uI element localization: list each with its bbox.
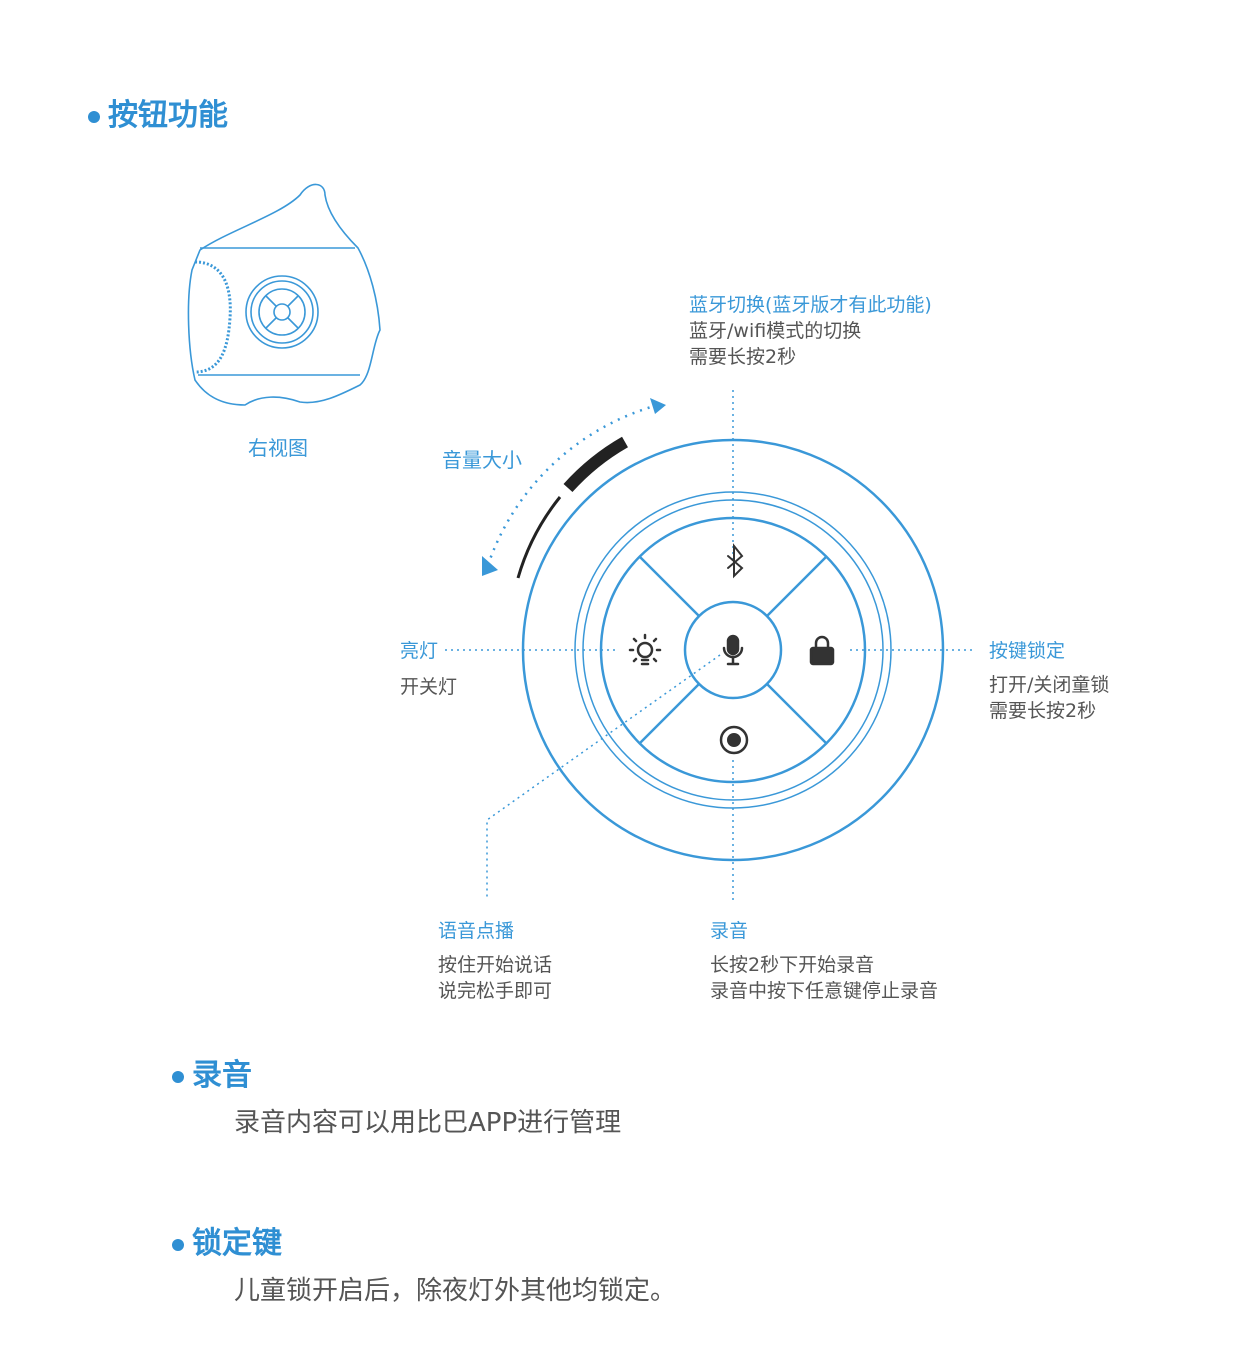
callout-voice: 语音点播 按住开始说话 说完松手即可 bbox=[438, 918, 552, 1004]
callout-record: 录音 长按2秒下开始录音 录音中按下任意键停止录音 bbox=[710, 918, 938, 1004]
callout-line: 需要长按2秒 bbox=[689, 346, 797, 368]
right-view-caption: 右视图 bbox=[248, 436, 308, 460]
volume-bar-thick bbox=[563, 436, 629, 493]
volume-indicator bbox=[482, 398, 666, 579]
arrow-up-icon bbox=[650, 398, 666, 414]
section-text: 录音内容可以用比巴APP进行管理 bbox=[234, 1108, 622, 1138]
microphone-icon bbox=[722, 634, 744, 666]
volume-label: 音量大小 bbox=[442, 448, 522, 472]
callout-title: 录音 bbox=[710, 920, 749, 942]
arrow-down-icon bbox=[482, 556, 498, 576]
callout-line: 开关灯 bbox=[400, 676, 458, 698]
volume-dotted-arc bbox=[486, 403, 659, 566]
bluetooth-icon bbox=[727, 543, 744, 579]
volume-bar-thin bbox=[516, 496, 562, 579]
control-ring bbox=[521, 438, 945, 862]
right-view-drawing bbox=[187, 183, 381, 406]
lock-icon bbox=[809, 635, 835, 666]
callout-line: 录音中按下任意键停止录音 bbox=[710, 980, 939, 1002]
bullet bbox=[172, 1070, 184, 1083]
callout-title: 亮灯 bbox=[400, 640, 439, 662]
callout-title: 蓝牙切换(蓝牙版才有此功能) bbox=[689, 294, 932, 316]
section-text: 儿童锁开启后，除夜灯外其他均锁定。 bbox=[234, 1276, 677, 1306]
outer-ring bbox=[521, 438, 945, 862]
leader-lines bbox=[445, 390, 975, 900]
callout-line: 蓝牙/wifi模式的切换 bbox=[689, 320, 862, 342]
callout-line: 长按2秒下开始录音 bbox=[710, 954, 875, 976]
section-title: 录音 bbox=[192, 1058, 252, 1093]
light-bulb-icon bbox=[628, 633, 662, 666]
center-button[interactable] bbox=[683, 600, 783, 700]
bullet bbox=[172, 1238, 184, 1251]
section-record: 录音 录音内容可以用比巴APP进行管理 bbox=[172, 1050, 621, 1139]
section-title: 按钮功能 bbox=[108, 98, 228, 133]
callout-line: 需要长按2秒 bbox=[989, 700, 1097, 722]
section-lock: 锁定键 儿童锁开启后，除夜灯外其他均锁定。 bbox=[172, 1218, 676, 1307]
callout-title: 语音点播 bbox=[438, 920, 515, 942]
callout-bluetooth: 蓝牙切换(蓝牙版才有此功能) 蓝牙/wifi模式的切换 需要长按2秒 bbox=[689, 292, 932, 370]
section-title: 锁定键 bbox=[192, 1226, 282, 1261]
callout-line: 按住开始说话 bbox=[438, 954, 553, 976]
section-heading: 按钮功能 bbox=[88, 90, 228, 134]
callout-line: 说完松手即可 bbox=[438, 980, 553, 1002]
callout-line: 打开/关闭童锁 bbox=[989, 674, 1110, 696]
bullet bbox=[88, 110, 100, 123]
record-icon bbox=[719, 725, 749, 755]
callout-lock: 按键锁定 打开/关闭童锁 需要长按2秒 bbox=[989, 638, 1109, 724]
callout-light: 亮灯 开关灯 bbox=[400, 638, 457, 700]
callout-title: 按键锁定 bbox=[989, 640, 1066, 662]
